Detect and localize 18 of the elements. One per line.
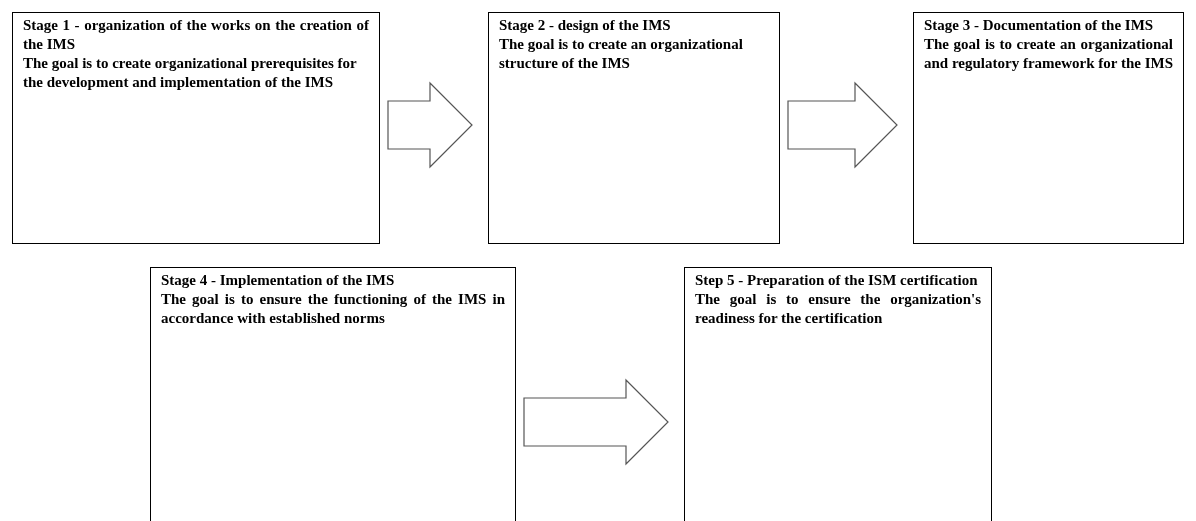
block-arrow: [387, 81, 473, 169]
stage-heading: Stage 1 - organization of the works on the creation of the IMS: [23, 16, 369, 54]
stage-box: [913, 12, 1184, 244]
stage-goal: The goal is to create an organizational and regulatory framework for the IMS: [924, 35, 1173, 73]
block-arrow: [787, 81, 898, 169]
stage-goal: The goal is to create an organizational structure of the IMS: [499, 35, 744, 73]
stage-heading: Stage 3 - Documentation of the IMS: [924, 16, 1155, 35]
stage-heading: Step 5 - Preparation of the ISM certification: [695, 271, 979, 290]
stage-box: [488, 12, 780, 244]
stage-goal: The goal is to ensure the organization's readiness for the certification: [695, 290, 981, 328]
block-arrow: [523, 378, 669, 466]
stage-box: [684, 267, 992, 521]
stage-box: [150, 267, 516, 521]
stage-heading: Stage 4 - Implementation of the IMS: [161, 271, 396, 290]
stage-box: [12, 12, 380, 244]
stage-heading: Stage 2 - design of the IMS: [499, 16, 672, 35]
stage-goal: The goal is to ensure the functioning of the IMS in accordance with established norms: [161, 290, 505, 328]
stage-goal: The goal is to create organizational prerequisites for the development and implementation of the IMS: [23, 54, 358, 92]
